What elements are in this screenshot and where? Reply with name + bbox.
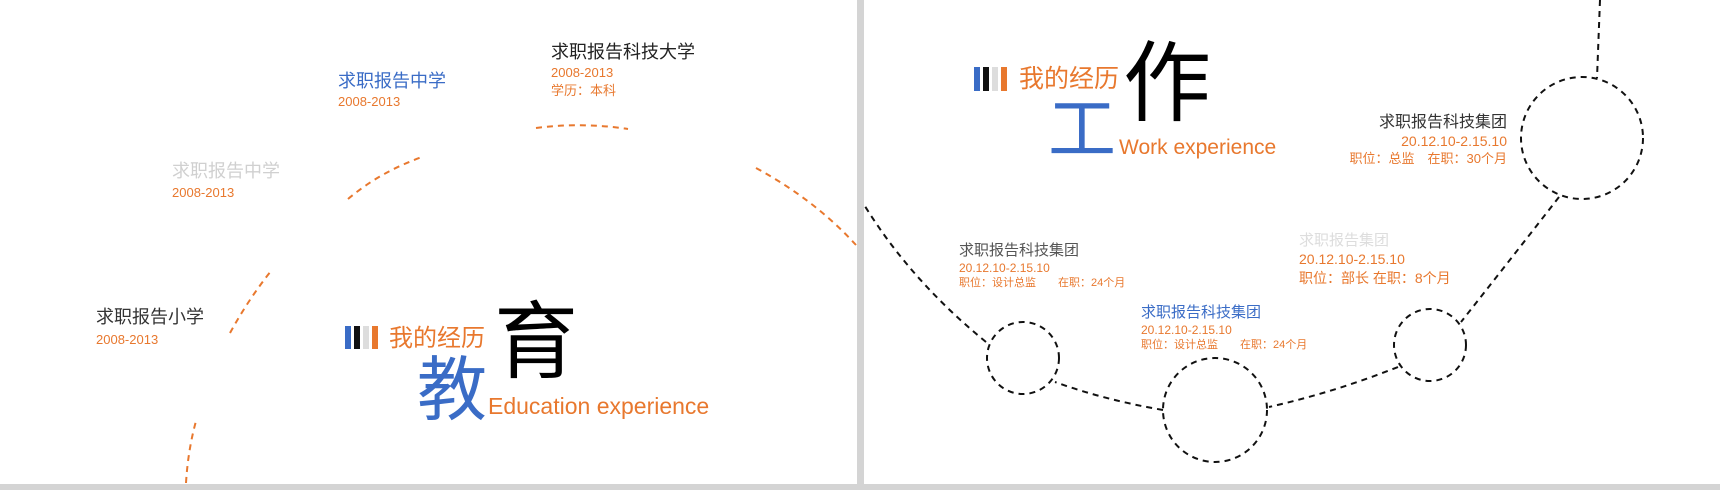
- work-detail: 职位：设计总监 在职：24个月: [1141, 339, 1308, 351]
- work-timeline: [864, 0, 1644, 463]
- big-char: 作: [1123, 34, 1212, 133]
- arc-segment: [347, 156, 423, 200]
- arc-segment: [755, 167, 857, 246]
- work-dates: 20.12.10-2.15.10: [1401, 133, 1507, 149]
- section-subtitle: Work experience: [1119, 136, 1277, 159]
- timeline-connector: [1054, 381, 1164, 411]
- company-name: 求职报告科技集团: [1141, 304, 1262, 321]
- education-slide[interactable]: 求职报告科技大学 2008-2013 学历：本科 求职报告中学 2008-201…: [0, 0, 857, 484]
- school-name: 求职报告中学: [338, 71, 446, 91]
- school-name: 求职报告中学: [172, 161, 280, 181]
- work-slide[interactable]: 我的经历 作 工 Work experience 求职报告科技集团 20.12.…: [864, 0, 1720, 484]
- big-char: 育: [494, 295, 579, 389]
- school-name: 求职报告科技大学: [551, 42, 695, 62]
- work-detail: 职位：设计总监 在职：24个月: [959, 277, 1126, 289]
- school-years: 2008-2013: [96, 332, 159, 347]
- work-dates: 20.12.10-2.15.10: [959, 261, 1050, 275]
- company-name: 求职报告科技集团: [959, 242, 1080, 259]
- timeline-node: [1393, 308, 1467, 382]
- school-name: 求职报告小学: [96, 307, 204, 327]
- section-heading: 我的经历: [1019, 65, 1120, 93]
- timeline-node: [1520, 76, 1644, 200]
- section-subtitle: Education experience: [488, 393, 710, 419]
- timeline-connector: [1268, 366, 1399, 408]
- company-name: 求职报告集团: [1299, 232, 1390, 249]
- work-dates: 20.12.10-2.15.10: [1141, 323, 1232, 337]
- big-char: 工: [1048, 92, 1117, 168]
- arc-segment: [229, 270, 272, 334]
- school-years: 2008-2013: [172, 185, 235, 200]
- school-degree: 学历：本科: [551, 83, 617, 98]
- work-dates: 20.12.10-2.15.10: [1299, 251, 1405, 267]
- arc-segment: [535, 124, 629, 130]
- section-heading: 我的经历: [389, 325, 485, 352]
- timeline-connector: [864, 202, 987, 343]
- education-timeline-arcs: [185, 124, 857, 484]
- timeline-connector: [1596, 0, 1601, 79]
- work-entry: 求职报告科技集团 20.12.10-2.15.10 职位：总监 在职：30个月: [1349, 114, 1507, 166]
- timeline-node: [1162, 357, 1268, 463]
- school-years: 2008-2013: [551, 65, 614, 80]
- timeline-connector: [1460, 196, 1560, 323]
- school-years: 2008-2013: [338, 94, 401, 109]
- company-name: 求职报告科技集团: [1378, 114, 1507, 131]
- timeline-node: [986, 321, 1060, 395]
- big-char: 教: [417, 351, 487, 429]
- arc-segment: [185, 420, 197, 484]
- work-detail: 职位：部长 在职：8个月: [1299, 270, 1451, 286]
- work-detail: 职位：总监 在职：30个月: [1349, 151, 1507, 166]
